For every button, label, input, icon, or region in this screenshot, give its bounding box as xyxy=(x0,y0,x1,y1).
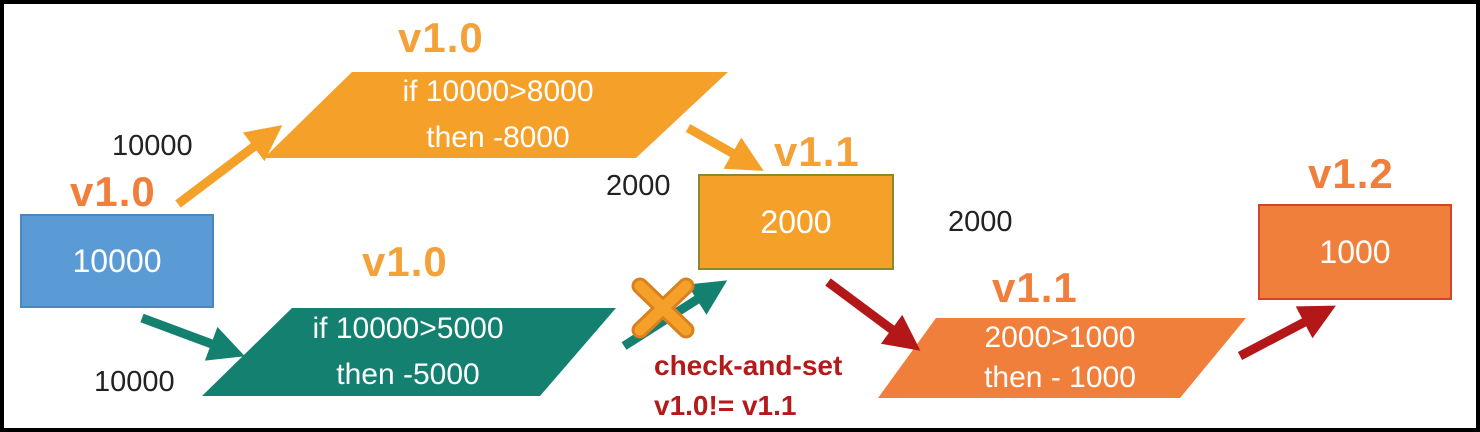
txn-b-text: if 10000>5000 then -5000 xyxy=(236,308,580,396)
state-v11-box: 2000 xyxy=(698,174,894,270)
arrow-v11-to-c xyxy=(825,278,921,351)
txn-a-read-value: 10000 xyxy=(112,130,193,162)
state-v11-version-label: v1.1 xyxy=(774,128,860,175)
txn-a-shape xyxy=(264,72,728,158)
txn-b-read-value: 10000 xyxy=(94,366,175,398)
txn-c-version-label: v1.1 xyxy=(992,264,1078,311)
arrow-start-to-a xyxy=(175,125,283,208)
txn-b-line2: then -5000 xyxy=(336,358,480,391)
txn-c-text: 2000>1000 then - 1000 xyxy=(910,318,1210,398)
start-state-value: 10000 xyxy=(72,242,162,279)
state-v12-value: 1000 xyxy=(1319,233,1391,270)
start-version-label: v1.0 xyxy=(70,168,156,215)
arrow-a-to-v11 xyxy=(685,124,764,171)
txn-a-line2: then -8000 xyxy=(426,121,570,154)
start-state-box: 10000 xyxy=(20,214,214,308)
txn-c-line1: 2000>1000 xyxy=(984,321,1136,354)
txn-a-text: if 10000>8000 then -8000 xyxy=(300,72,696,158)
state-v12-box: 1000 xyxy=(1258,204,1452,300)
txn-b-version-label: v1.0 xyxy=(362,238,448,285)
state-v12-version-label: v1.2 xyxy=(1308,150,1394,197)
txn-a-line1: if 10000>8000 xyxy=(402,75,594,108)
conflict-line1: check-and-set xyxy=(654,350,843,381)
txn-a-version-label: v1.0 xyxy=(398,14,484,61)
txn-c-line2: then - 1000 xyxy=(984,361,1136,394)
arrow-start-to-b xyxy=(140,313,245,361)
conflict-line2: v1.0!= v1.1 xyxy=(654,390,797,421)
conflict-x-icon xyxy=(631,277,695,339)
state-v11-out-value: 2000 xyxy=(948,206,1013,238)
state-v11-in-value: 2000 xyxy=(606,170,671,202)
arrow-c-to-v12 xyxy=(1237,305,1336,360)
txn-b-shape xyxy=(202,308,616,396)
conflict-text: check-and-set v1.0!= v1.1 xyxy=(654,346,842,426)
txn-c-shape xyxy=(878,318,1246,398)
state-v11-value: 2000 xyxy=(760,203,832,240)
txn-b-line1: if 10000>5000 xyxy=(312,312,504,345)
